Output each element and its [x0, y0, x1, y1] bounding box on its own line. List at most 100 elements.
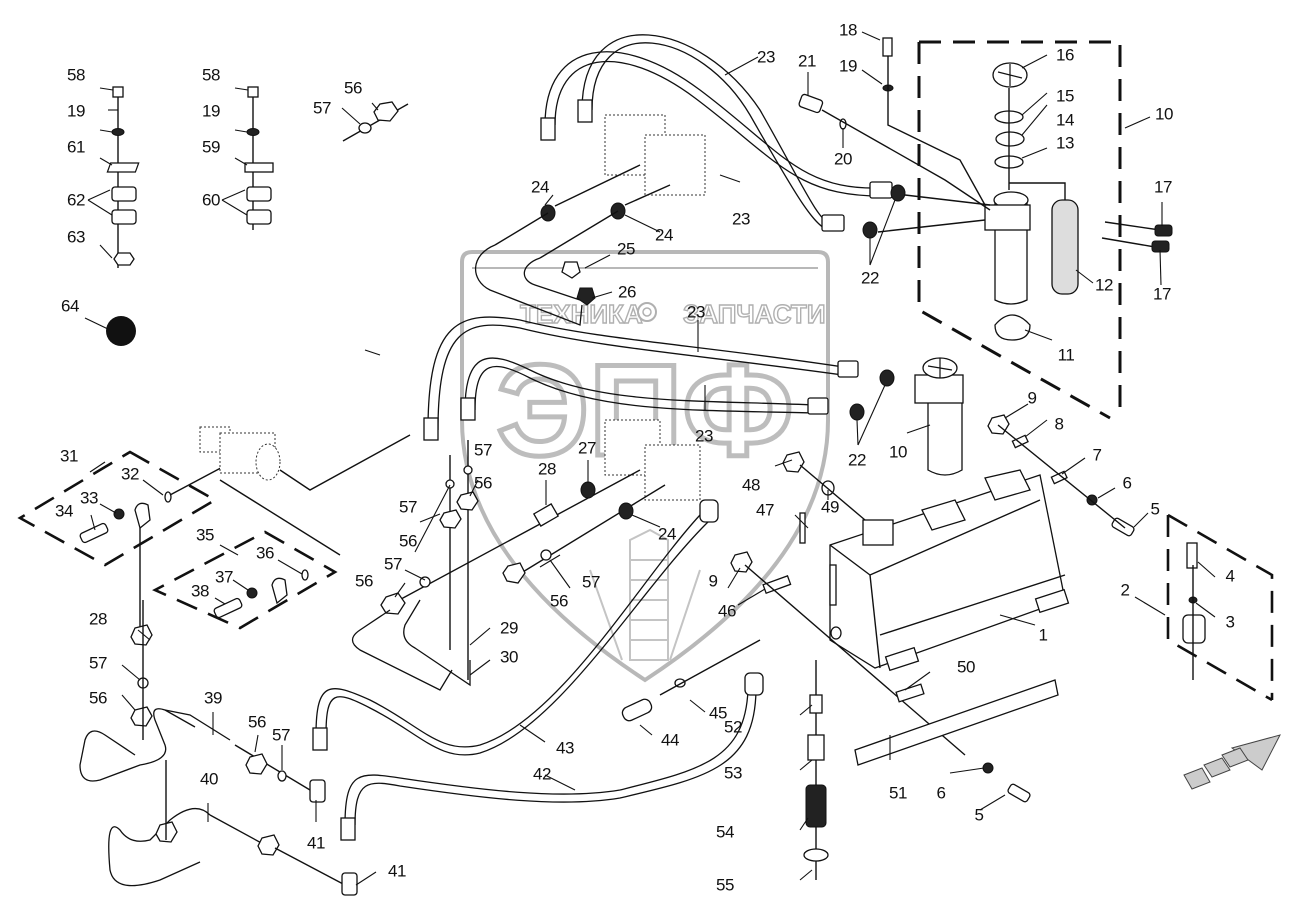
clamp-half-lower	[246, 209, 272, 225]
pipe-39	[79, 600, 326, 803]
callout-22-lower: 22	[848, 450, 866, 470]
washer	[111, 128, 125, 136]
tank-hardware	[730, 414, 1135, 756]
callout-47: 47	[756, 500, 774, 520]
pump-dotted	[199, 426, 411, 556]
callout-15: 15	[1056, 86, 1074, 106]
kit-35-box	[152, 530, 338, 630]
callout-26: 26	[618, 282, 636, 302]
callout-28-middle: 28	[538, 459, 556, 479]
clamp-half-lower	[111, 209, 137, 225]
callout-10-box: 10	[1155, 104, 1173, 124]
callout-57-left: 57	[89, 653, 107, 673]
adapter-22	[862, 221, 878, 239]
leader-lines	[84, 31, 1216, 886]
callout-56-pipe39: 56	[248, 712, 266, 732]
callout-58-middle: 58	[202, 65, 220, 85]
plug-64	[106, 316, 136, 346]
callout-38: 38	[191, 581, 209, 601]
callout-10-filter: 10	[889, 442, 907, 462]
olive	[358, 122, 372, 134]
hoses-middle	[423, 316, 895, 441]
lower-fittings	[621, 639, 1059, 880]
watermark-shield	[460, 250, 830, 683]
sensor-21	[798, 93, 991, 211]
callout-56-left: 56	[89, 688, 107, 708]
callout-23-d: 23	[695, 426, 713, 446]
tank-flange	[921, 499, 966, 531]
callout-22-upper: 22	[861, 268, 879, 288]
nut	[373, 101, 399, 122]
callout-4: 4	[1225, 566, 1235, 586]
callout-61: 61	[67, 137, 85, 157]
callout-12: 12	[1095, 275, 1113, 295]
callout-19-left: 19	[67, 101, 85, 121]
callout-57-d: 57	[582, 572, 600, 592]
nut-56	[245, 753, 268, 775]
adapter-28	[130, 624, 153, 646]
nut-56	[502, 562, 526, 584]
callout-27: 27	[578, 438, 596, 458]
coupler-54	[805, 784, 827, 828]
callout-64: 64	[61, 296, 79, 316]
callout-17-lower: 17	[1153, 284, 1171, 304]
olive-57	[419, 576, 431, 588]
fitting-17	[1154, 224, 1173, 237]
nut-and-olive-top	[342, 101, 409, 142]
callout-45: 45	[709, 703, 727, 723]
nut-56	[380, 592, 406, 615]
callout-42: 42	[533, 764, 551, 784]
callout-35: 35	[196, 525, 214, 545]
callout-54: 54	[716, 822, 734, 842]
adapter-52	[809, 694, 823, 714]
nut-56	[130, 706, 153, 727]
sight-glass	[829, 564, 837, 606]
callout-9-middle: 9	[708, 571, 718, 591]
nut-56	[439, 509, 462, 529]
breather-kit-box	[1166, 513, 1274, 702]
callout-56-b: 56	[399, 531, 417, 551]
callout-43: 43	[556, 738, 574, 758]
callout-28-left: 28	[89, 609, 107, 629]
callout-29: 29	[500, 618, 518, 638]
washer	[246, 128, 260, 136]
filter-10-lower	[914, 357, 964, 476]
callout-30: 30	[500, 647, 518, 667]
callout-23-a: 23	[757, 47, 775, 67]
filter-element-12	[1051, 199, 1079, 295]
breather-cap	[1182, 614, 1206, 644]
callout-40: 40	[200, 769, 218, 789]
pipes-24-25-26	[474, 164, 671, 326]
callout-32: 32	[121, 464, 139, 484]
valve-block-top	[604, 114, 706, 196]
callout-13: 13	[1056, 133, 1074, 153]
watermark-right-text: ЗАПЧАСТИ	[683, 299, 826, 329]
middle-fittings	[351, 440, 666, 691]
plate	[244, 162, 274, 173]
callout-23-c: 23	[687, 302, 705, 322]
callout-3: 3	[1225, 612, 1235, 632]
callout-11: 11	[1057, 345, 1075, 365]
callout-24-b: 24	[655, 225, 673, 245]
callout-53: 53	[724, 763, 742, 783]
callout-41-upper: 41	[307, 833, 325, 853]
callout-41-lower: 41	[388, 861, 406, 881]
gear-icon	[637, 302, 657, 322]
callout-5-lower: 5	[974, 805, 984, 825]
callout-9-tank: 9	[1027, 388, 1037, 408]
callout-7: 7	[1092, 445, 1102, 465]
olive-57	[463, 465, 473, 475]
adapter-44	[621, 698, 653, 722]
nut	[257, 834, 280, 856]
olive-57	[540, 549, 552, 561]
callout-8: 8	[1054, 414, 1064, 434]
strip-51	[854, 679, 1059, 766]
coupling-53	[807, 734, 825, 761]
callout-33: 33	[80, 488, 98, 508]
dust-cap-55	[803, 848, 829, 862]
forward-arrow-icon	[1183, 734, 1281, 790]
callout-59: 59	[202, 137, 220, 157]
callout-20: 20	[834, 149, 852, 169]
hose-42	[340, 672, 764, 841]
